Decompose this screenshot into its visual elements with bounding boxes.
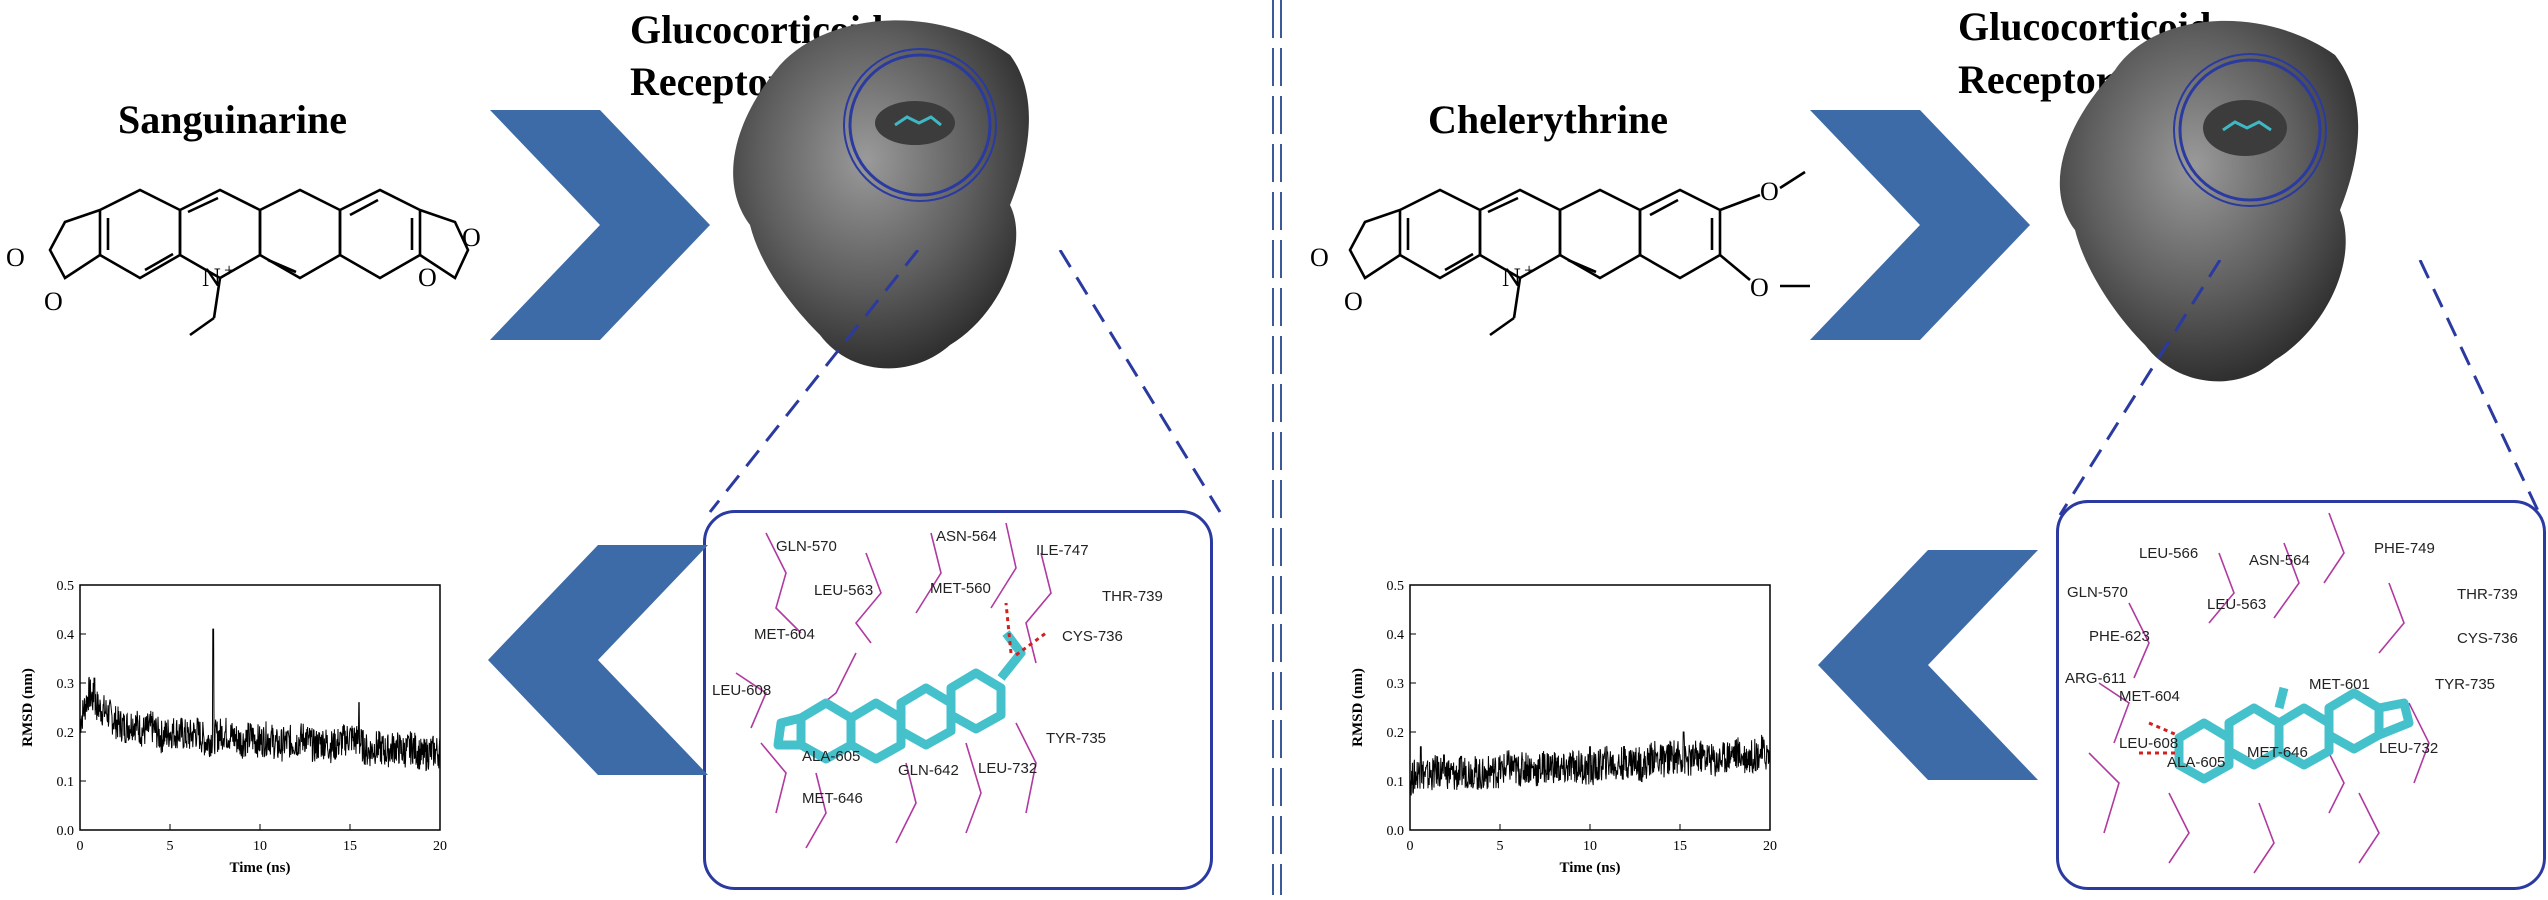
x-tick-label: 10 (253, 839, 267, 854)
atom-o: O (1750, 273, 1769, 302)
y-tick-label: 0.4 (57, 628, 75, 643)
y-tick-label: 0.2 (57, 726, 75, 741)
x-tick-label: 20 (1763, 839, 1777, 854)
x-tick-label: 5 (167, 839, 174, 854)
x-axis-label: Time (ns) (1560, 860, 1621, 876)
rmsd-series-line (79, 628, 441, 772)
residue-label: LEU-608 (2119, 735, 2178, 752)
arrow-right-icon (490, 110, 710, 340)
atom-o: O (1760, 177, 1779, 206)
residue-label: MET-646 (802, 790, 863, 807)
residue-label: ASN-564 (936, 528, 997, 545)
y-tick-label: 0.0 (57, 824, 75, 839)
atom-o: O (6, 243, 25, 272)
protein-surface-image (2059, 20, 2359, 382)
receptor-label-line2: Receptor (1958, 57, 2114, 102)
residue-label: ASN-564 (2249, 552, 2310, 569)
atom-o: O (1344, 287, 1363, 316)
arrow-left-icon (1818, 550, 2038, 780)
arrow-right-icon (1810, 110, 2030, 340)
atom-n: N (1502, 263, 1521, 292)
zoom-lines (708, 250, 1222, 513)
x-tick-label: 15 (343, 839, 357, 854)
charge-plus: + (1524, 260, 1534, 280)
charge-plus: + (224, 260, 234, 280)
y-tick-label: 0.3 (1387, 677, 1405, 692)
residue-label: CYS-736 (1062, 628, 1123, 645)
y-axis-label: RMSD (nm) (20, 668, 36, 747)
arrow-left-icon (488, 545, 708, 775)
binding-site-panel: PHE-749 LEU-566 ASN-564 THR-739 GLN-570 … (2056, 500, 2546, 890)
plot-frame (79, 584, 441, 831)
residue-label: MET-601 (2309, 676, 2370, 693)
residue-label: THR-739 (2457, 586, 2518, 603)
y-tick-label: 0.2 (1387, 726, 1405, 741)
plot-frame (1409, 584, 1771, 831)
residue-label: PHE-749 (2374, 540, 2435, 557)
y-tick-label: 0.0 (1387, 824, 1405, 839)
atom-o: O (44, 287, 63, 316)
atom-o: O (1310, 243, 1329, 272)
residue-label: MET-604 (754, 626, 815, 643)
y-tick-label: 0.5 (57, 579, 75, 594)
residue-label: GLN-642 (898, 762, 959, 779)
residue-label: TYR-735 (1046, 730, 1106, 747)
atom-o: O (418, 263, 437, 292)
x-tick-label: 15 (1673, 839, 1687, 854)
chelerythrine-structure: O O O O N + (1310, 170, 1810, 337)
protein-surface-image (733, 20, 1029, 369)
compound-name-chelerythrine: Chelerythrine (1428, 97, 1668, 142)
residue-label: THR-739 (1102, 588, 1163, 605)
residue-label: GLN-570 (2067, 584, 2128, 601)
residue-label: MET-604 (2119, 688, 2180, 705)
residue-label: LEU-563 (814, 582, 873, 599)
y-tick-label: 0.5 (1387, 579, 1405, 594)
residue-label: ILE-747 (1036, 542, 1089, 559)
x-tick-label: 0 (77, 839, 84, 854)
residue-label: ALA-605 (802, 748, 860, 765)
zoom-lines (2058, 260, 2542, 516)
atom-o: O (462, 223, 481, 252)
residue-label: MET-560 (930, 580, 991, 597)
residue-label: LEU-608 (712, 682, 771, 699)
x-tick-label: 10 (1583, 839, 1597, 854)
x-tick-label: 0 (1407, 839, 1414, 854)
x-tick-label: 20 (433, 839, 447, 854)
compound-name-sanguinarine: Sanguinarine (118, 97, 347, 142)
residue-label: LEU-563 (2207, 596, 2266, 613)
residue-label: ARG-611 (2065, 670, 2126, 687)
binding-site-panel: GLN-570 ASN-564 ILE-747 LEU-563 MET-560 … (703, 510, 1213, 890)
residue-label: PHE-623 (2089, 628, 2150, 645)
residue-label: ALA-605 (2167, 754, 2225, 771)
residue-label: LEU-732 (978, 760, 1037, 777)
residue-label: MET-646 (2247, 744, 2308, 761)
y-tick-label: 0.1 (1387, 775, 1405, 790)
residue-label: CYS-736 (2457, 630, 2518, 647)
x-tick-label: 5 (1497, 839, 1504, 854)
residue-label: LEU-566 (2139, 545, 2198, 562)
residue-label: LEU-732 (2379, 740, 2438, 757)
y-tick-label: 0.1 (57, 775, 75, 790)
y-axis-label: RMSD (nm) (1350, 668, 1366, 747)
atom-n: N (202, 263, 221, 292)
rmsd-series-line (1409, 731, 1771, 798)
y-tick-label: 0.4 (1387, 628, 1405, 643)
center-divider (1270, 0, 1284, 895)
residue-label: GLN-570 (776, 538, 837, 555)
y-tick-label: 0.3 (57, 677, 75, 692)
sanguinarine-structure: O O O O N + (6, 188, 481, 337)
residue-label: TYR-735 (2435, 676, 2495, 693)
x-axis-label: Time (ns) (230, 860, 291, 876)
